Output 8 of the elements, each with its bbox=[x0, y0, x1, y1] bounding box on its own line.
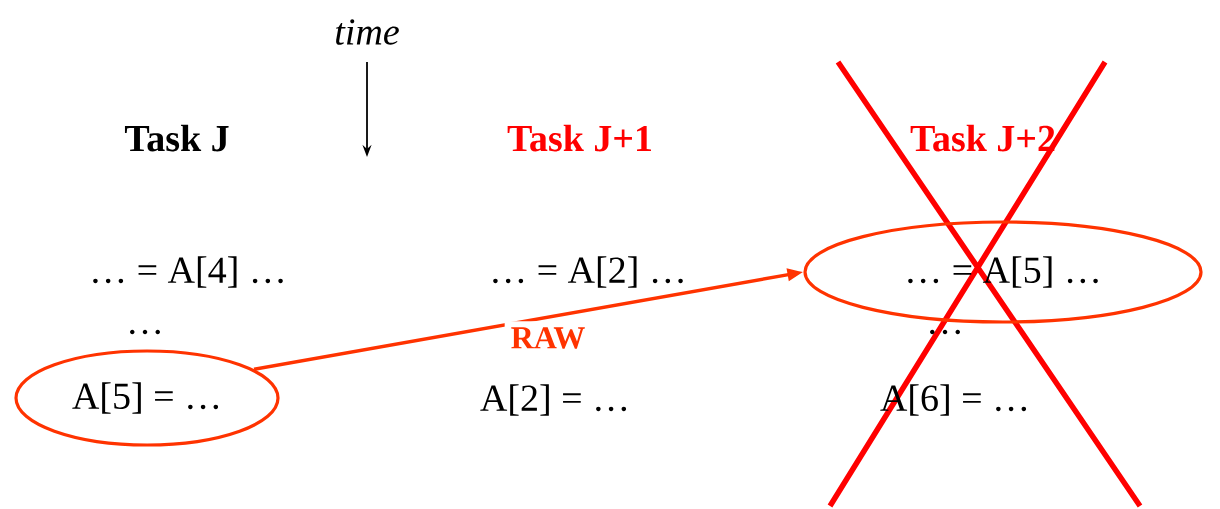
code-line: … = A[4] … bbox=[93, 256, 283, 288]
task-heading: Task J bbox=[124, 124, 229, 152]
code-line: … = A[2] … bbox=[493, 256, 683, 288]
task-heading: Task J+2 bbox=[910, 124, 1055, 152]
task-heading: Task J+1 bbox=[507, 124, 651, 152]
axis-label: time bbox=[335, 19, 399, 45]
code-line: A[2] = … bbox=[480, 384, 627, 416]
edge-label: RAW bbox=[504, 321, 592, 355]
